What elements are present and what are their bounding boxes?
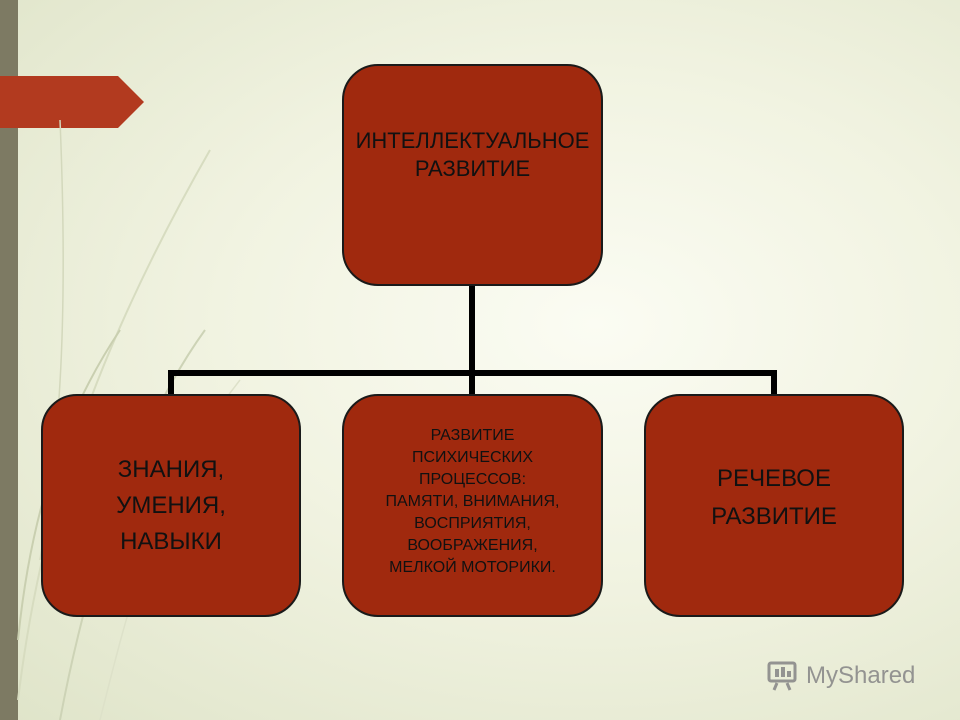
slide-arrow-tab <box>0 76 144 128</box>
myshared-logo-icon <box>767 661 797 691</box>
child-box-text: ЗНАНИЯ, УМЕНИЯ, НАВЫКИ <box>116 455 226 555</box>
connector-drop-left <box>168 370 174 396</box>
myshared-watermark: MyShared <box>766 656 915 696</box>
connector-drop-right <box>771 370 777 396</box>
diagram-top-box: ИНТЕЛЛЕКТУАЛЬНОЕ РАЗВИТИЕ <box>342 64 603 286</box>
diagram-child-box-knowledge: ЗНАНИЯ, УМЕНИЯ, НАВЫКИ <box>41 394 301 617</box>
diagram-child-box-mental-processes: РАЗВИТИЕ ПСИХИЧЕСКИХ ПРОЦЕССОВ: ПАМЯТИ, … <box>342 394 603 617</box>
diagram-child-box-speech: РЕЧЕВОЕ РАЗВИТИЕ <box>644 394 904 617</box>
child-box-text: РЕЧЕВОЕ РАЗВИТИЕ <box>711 464 837 530</box>
top-box-text: ИНТЕЛЛЕКТУАЛЬНОЕ РАЗВИТИЕ <box>355 128 590 181</box>
slide-left-bar <box>0 0 18 720</box>
connector-drop-middle <box>469 370 475 396</box>
watermark-text: MyShared <box>806 662 916 689</box>
connector-vertical-top <box>469 286 475 374</box>
child-box-text: РАЗВИТИЕ ПСИХИЧЕСКИХ ПРОЦЕССОВ: ПАМЯТИ, … <box>385 426 560 576</box>
